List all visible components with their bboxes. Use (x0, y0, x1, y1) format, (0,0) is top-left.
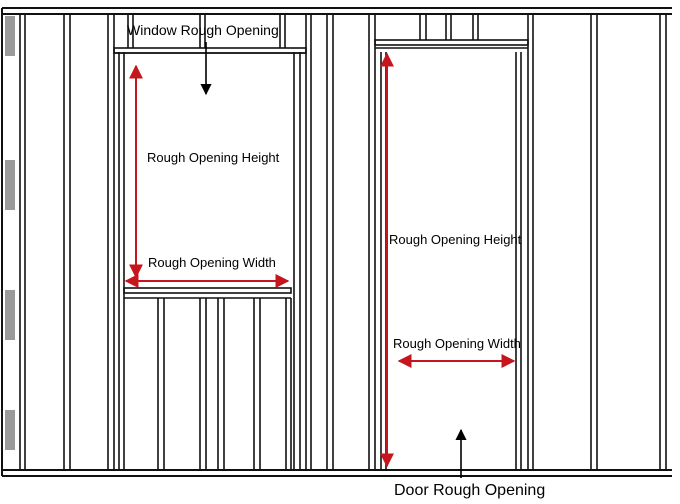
window-cripples-bottom (157, 298, 292, 470)
window-rough-opening-label: Window Rough Opening (127, 22, 279, 38)
window-header (113, 47, 307, 54)
door-cripples-top (419, 14, 479, 40)
door-header (374, 39, 529, 49)
wall-frame (1, 7, 672, 477)
window-height-label: Rough Opening Height (147, 150, 280, 165)
window-cripples-top (127, 14, 286, 48)
door-rough-opening-label: Door Rough Opening (394, 482, 546, 499)
pointer-arrows (200, 42, 467, 478)
left-edge-blocks (5, 16, 15, 450)
door-height-label: Rough Opening Height (389, 232, 522, 247)
door-width-label: Rough Opening Width (393, 336, 521, 351)
window-width-label: Rough Opening Width (148, 255, 276, 270)
window-sill (123, 287, 292, 299)
studs (19, 14, 667, 470)
dimension-arrows (124, 52, 516, 468)
